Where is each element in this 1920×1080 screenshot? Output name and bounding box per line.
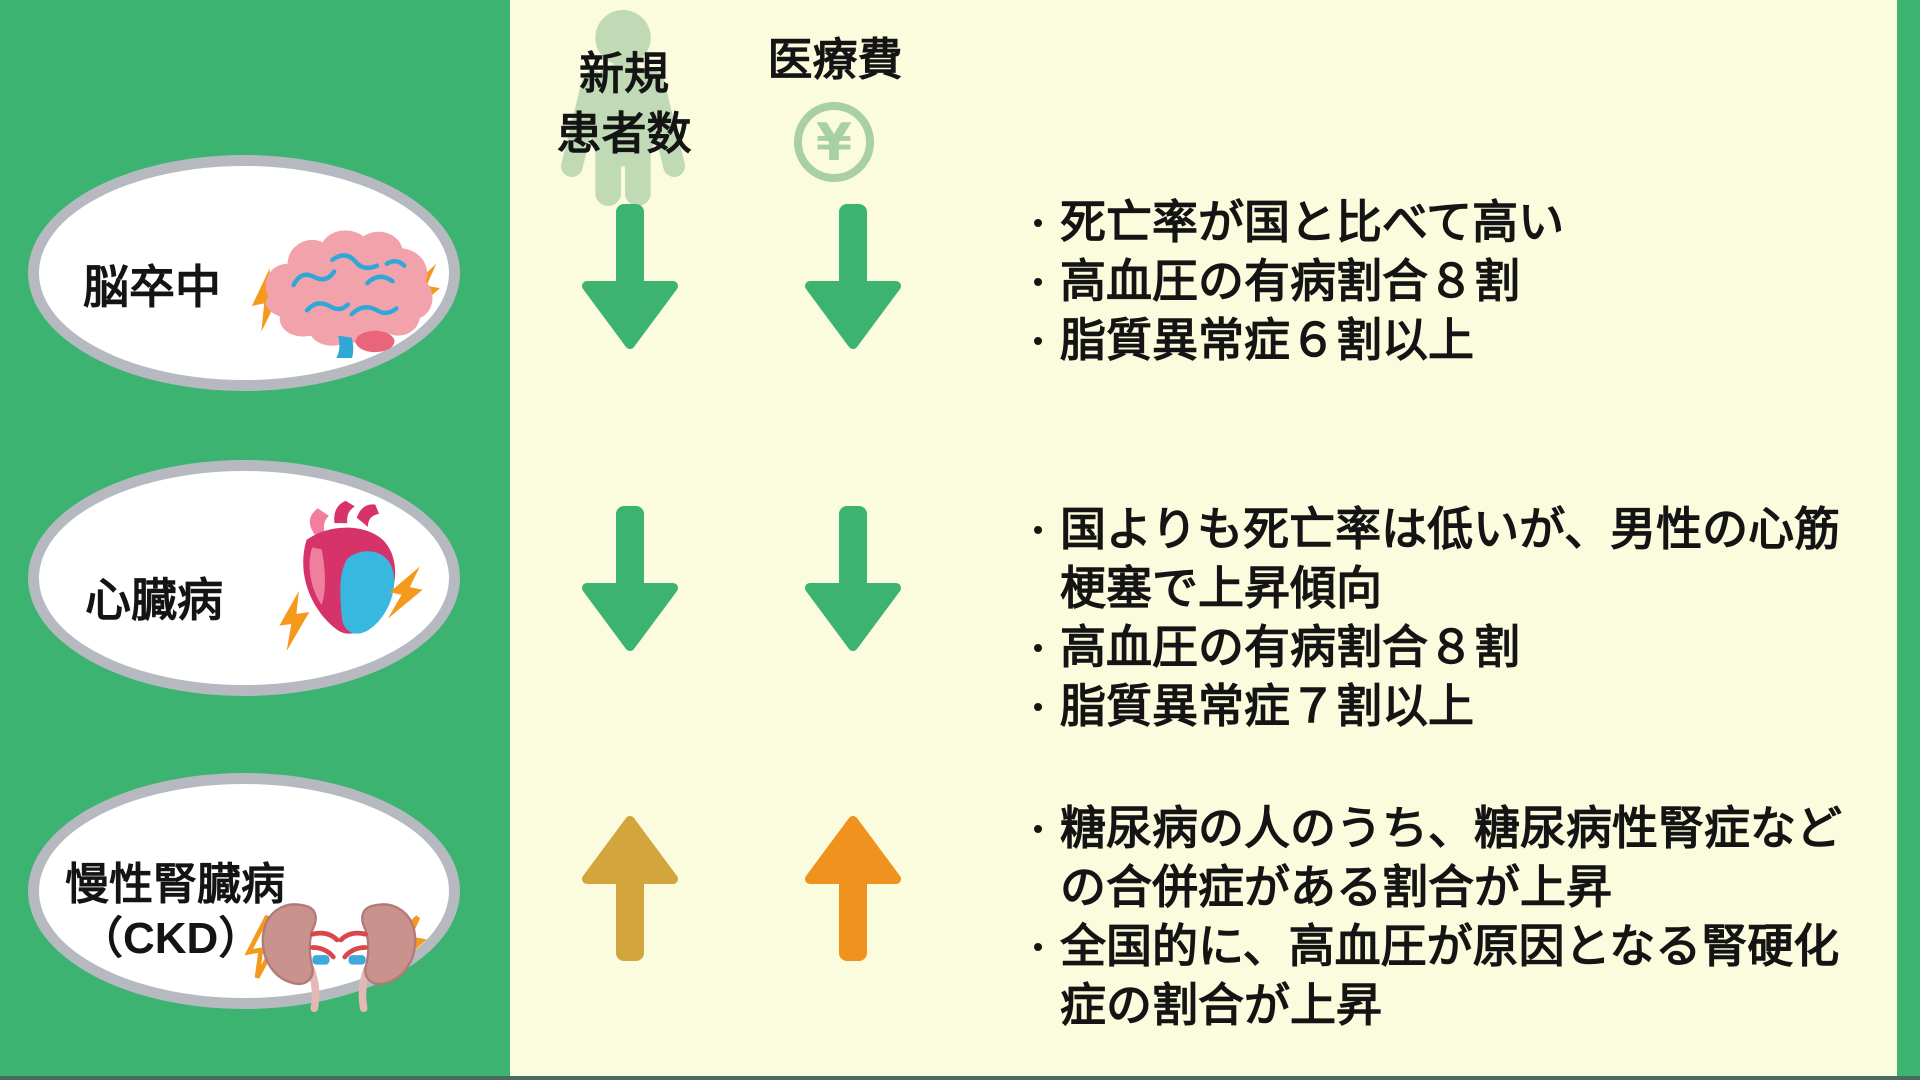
- patients-column-header: 新規 患者数: [535, 44, 713, 164]
- ckd-facts-list: • 糖尿病の人のうち、糖尿病性腎症など の合併症がある割合が上昇 • 全国的に、…: [1016, 799, 1896, 1035]
- bullet-dot: •: [1033, 813, 1043, 844]
- bullet-dot: •: [1033, 266, 1043, 297]
- disease-label-heart: 心臓病: [85, 574, 223, 626]
- heart-facts-list: • 国よりも死亡率は低いが、男性の心筋 梗塞で上昇傾向 • 高血圧の有病割合８割…: [1016, 500, 1896, 736]
- disease-label-ckd-line1: 慢性腎臓病: [65, 860, 285, 909]
- disease-label-ckd-line2: （CKD）: [79, 914, 263, 963]
- patients-header-line1: 新規: [578, 48, 669, 99]
- bottom-edge-line: [0, 1076, 1920, 1080]
- disease-card-heart: 心臓病: [28, 460, 460, 696]
- list-item: • 脂質異常症７割以上: [1016, 677, 1896, 736]
- list-item: • 死亡率が国と比べて高い: [1016, 193, 1896, 252]
- disease-card-ckd: 慢性腎臓病 （CKD）: [28, 773, 460, 1013]
- list-item: • 全国的に、高血圧が原因となる腎硬化 症の割合が上昇: [1016, 917, 1896, 1035]
- stroke-facts-list: • 死亡率が国と比べて高い • 高血圧の有病割合８割 • 脂質異常症６割以上: [1016, 193, 1896, 370]
- stroke-cost-trend-arrow: [798, 200, 908, 350]
- fact-text: の合併症がある割合が上昇: [1060, 861, 1612, 913]
- disease-label-stroke: 脳卒中: [83, 261, 221, 313]
- bullet-dot: •: [1033, 632, 1043, 663]
- fact-text: 脂質異常症７割以上: [1060, 680, 1474, 732]
- fact-text: 高血圧の有病割合８割: [1060, 621, 1520, 673]
- fact-text: 糖尿病の人のうち、糖尿病性腎症など: [1060, 802, 1842, 854]
- list-item: • 脂質異常症６割以上: [1016, 311, 1896, 370]
- fact-text: 脂質異常症６割以上: [1060, 314, 1474, 366]
- fact-text: 死亡率が国と比べて高い: [1060, 196, 1565, 248]
- yen-circle-icon: ¥: [794, 102, 874, 182]
- heart-cost-trend-arrow: [798, 502, 908, 652]
- bullet-dot: •: [1033, 691, 1043, 722]
- ckd-cost-trend-arrow: [798, 815, 908, 965]
- cost-column-header: 医療費: [767, 34, 903, 85]
- fact-text: 全国的に、高血圧が原因となる腎硬化: [1060, 920, 1840, 972]
- stroke-patients-trend-arrow: [575, 200, 685, 350]
- patients-header-line2: 患者数: [556, 108, 692, 159]
- fact-text: 国よりも死亡率は低いが、男性の心筋: [1060, 503, 1841, 555]
- fact-text: 高血圧の有病割合８割: [1060, 255, 1520, 307]
- bullet-dot: •: [1033, 931, 1043, 962]
- bullet-dot: •: [1033, 325, 1043, 356]
- list-item: • 高血圧の有病割合８割: [1016, 252, 1896, 311]
- list-item: • 国よりも死亡率は低いが、男性の心筋 梗塞で上昇傾向: [1016, 500, 1896, 618]
- svg-text:¥: ¥: [816, 113, 852, 173]
- ckd-patients-trend-arrow: [575, 815, 685, 965]
- person-icon: [560, 9, 686, 206]
- list-item: • 糖尿病の人のうち、糖尿病性腎症など の合併症がある割合が上昇: [1016, 799, 1896, 917]
- fact-text: 梗塞で上昇傾向: [1060, 562, 1382, 614]
- list-item: • 高血圧の有病割合８割: [1016, 618, 1896, 677]
- heart-icon: [279, 500, 423, 651]
- bullet-dot: •: [1033, 514, 1043, 545]
- content-background: [510, 0, 1897, 1076]
- kidneys-icon: [244, 903, 427, 1013]
- fact-text: 症の割合が上昇: [1060, 979, 1382, 1031]
- heart-patients-trend-arrow: [575, 502, 685, 652]
- brain-icon: [251, 230, 440, 358]
- bullet-dot: •: [1033, 207, 1043, 238]
- disease-card-stroke: 脳卒中: [28, 155, 460, 391]
